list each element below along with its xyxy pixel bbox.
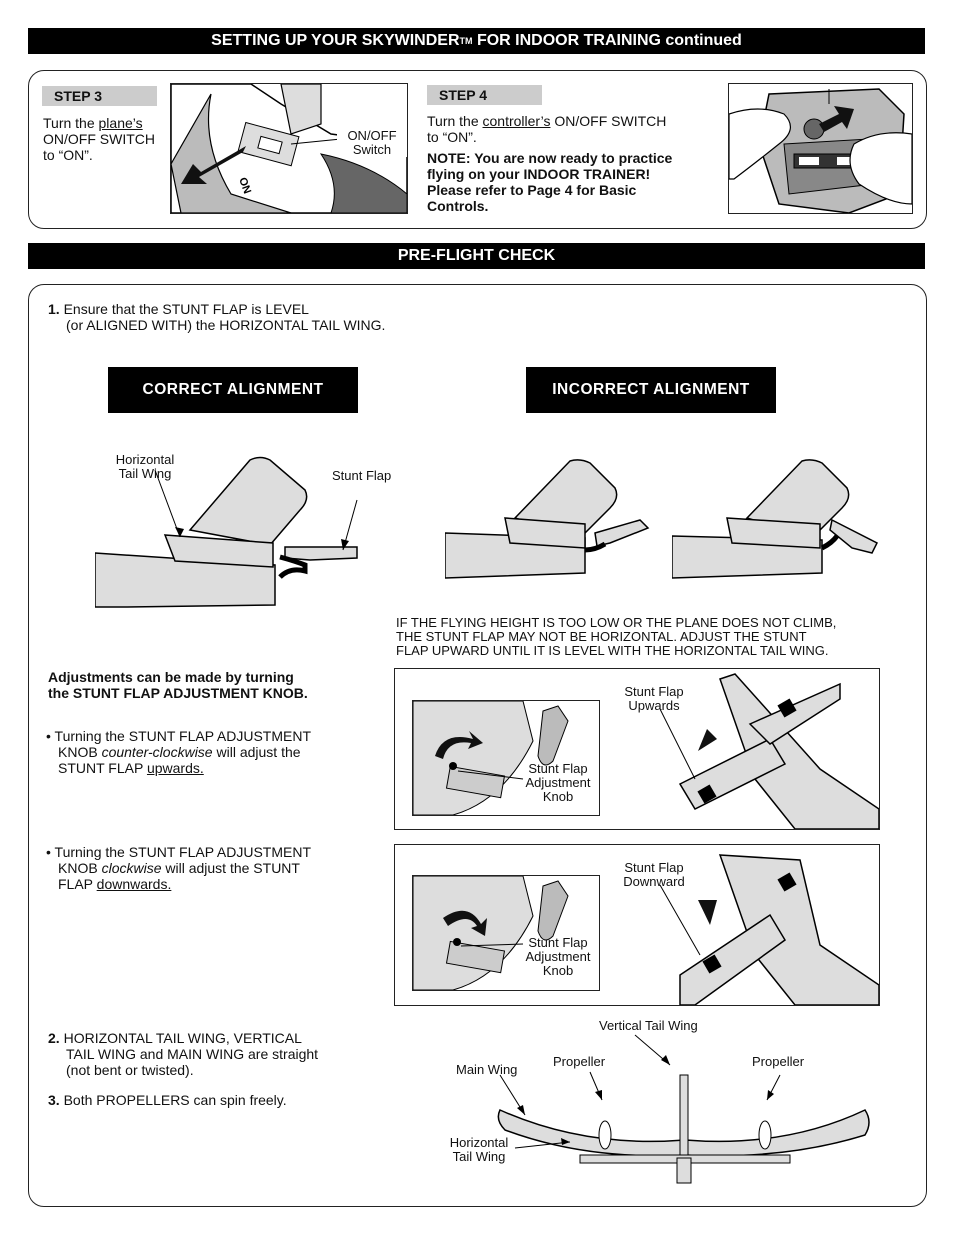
step3-text: Turn the plane’s ON/OFF SWITCH to “ON”. [43, 115, 168, 163]
step4-note-2: flying on your INDOOR TRAINER! [427, 166, 651, 182]
step3-callout-1: ON/OFF [347, 128, 397, 143]
header-title-post: FOR INDOOR TRAINING continued [472, 32, 742, 49]
cw-knob-inset: Stunt Flap Adjustment Knob [412, 875, 600, 991]
cw-knob-label-1: Stunt Flap [528, 935, 588, 950]
step3-text-link: plane’s [98, 115, 143, 131]
warning-text: IF THE FLYING HEIGHT IS TOO LOW OR THE P… [396, 616, 896, 658]
step4-tag: STEP 4 [427, 85, 542, 105]
adjustment-heading-1: Adjustments can be made by turning [48, 669, 294, 685]
ccw-knob-label: Stunt Flap Adjustment Knob [517, 762, 599, 804]
step3-callout: ON/OFF Switch [337, 129, 407, 157]
cw-line-2a: KNOB [58, 860, 102, 876]
step4-note-4: Controls. [427, 198, 489, 214]
steps-panel [28, 70, 927, 229]
downward-label-2: Downward [623, 874, 685, 889]
ccw-knob-label-2: Adjustment [525, 775, 591, 790]
ccw-line-2c: will adjust the [212, 744, 301, 760]
step4-text-c: to “ON”. [427, 129, 477, 145]
htw-label-1: Horizontal [115, 452, 175, 467]
plane-diagram [497, 1034, 870, 1184]
item1: 1. Ensure that the STUNT FLAP is LEVEL (… [48, 301, 468, 333]
ccw-line-2a: KNOB [58, 744, 102, 760]
adjustment-heading-2: the STUNT FLAP ADJUSTMENT KNOB. [48, 685, 308, 701]
ccw-line-3b: upwards. [146, 760, 204, 776]
step4-text-link: controller’s [482, 113, 551, 129]
downward-label: Stunt Flap Downward [618, 861, 690, 889]
upwards-label: Stunt Flap Upwards [618, 685, 690, 713]
warning-line-2: THE STUNT FLAP MAY NOT BE HORIZONTAL. AD… [396, 629, 807, 644]
item3: 3. Both PROPELLERS can spin freely. [48, 1092, 378, 1108]
cw-line-2b: clockwise [101, 860, 162, 876]
step4-note-3: Please refer to Page 4 for Basic [427, 182, 637, 198]
ccw-knob-inset: Stunt Flap Adjustment Knob [412, 700, 600, 816]
section-header-preflight: PRE-FLIGHT CHECK [28, 243, 925, 269]
step3-text-a: Turn the [43, 115, 99, 131]
warning-line-1: IF THE FLYING HEIGHT IS TOO LOW OR THE P… [396, 615, 837, 630]
preflight-panel [28, 284, 927, 1207]
step4-text-a: Turn the [427, 113, 483, 129]
htw-label-2: Tail Wing [118, 466, 172, 481]
step4-text-b: ON/OFF SWITCH [550, 113, 667, 129]
trademark: TM [459, 36, 473, 46]
item2-text-a: HORIZONTAL TAIL WING, VERTICAL [59, 1030, 302, 1046]
step3-text-b: ON/OFF SWITCH [43, 131, 155, 147]
propeller-left-label: Propeller [553, 1054, 606, 1069]
item3-text-a: Both PROPELLERS can spin freely. [59, 1092, 287, 1108]
downward-label-1: Stunt Flap [624, 860, 684, 875]
step4-note: NOTE: You are now ready to practice flyi… [427, 150, 722, 214]
ccw-line-1: • Turning the STUNT FLAP ADJUSTMENT [46, 728, 312, 744]
vertical-tail-wing-label: Vertical Tail Wing [599, 1018, 698, 1033]
downward-adjustment-figure: Stunt Flap Downward Stunt Flap Adjustmen… [394, 844, 880, 1006]
ccw-knob-label-3: Knob [542, 789, 574, 804]
item2: 2. HORIZONTAL TAIL WING, VERTICAL TAIL W… [48, 1030, 378, 1078]
ccw-line-2b: counter-clockwise [101, 744, 213, 760]
item1-number: 1. [48, 301, 60, 317]
cw-knob-label: Stunt Flap Adjustment Knob [517, 936, 599, 978]
incorrect-alignment-drawing-2 [672, 459, 879, 579]
htw2-label-2: Tail Wing [452, 1149, 506, 1164]
upwards-label-2: Upwards [628, 698, 680, 713]
correct-alignment-label: CORRECT ALIGNMENT [108, 367, 358, 413]
upwards-label-1: Stunt Flap [624, 684, 684, 699]
upward-adjustment-figure: Stunt Flap Upwards Stunt Flap Adjustment… [394, 668, 880, 830]
cw-knob-label-3: Knob [542, 963, 574, 978]
step3-on-mark: ON [236, 176, 253, 196]
propeller-right-label: Propeller [752, 1054, 805, 1069]
htw2-label-1: Horizontal [449, 1135, 509, 1150]
cw-line-2c: will adjust the STUNT [161, 860, 300, 876]
header-title-pre: SETTING UP YOUR SKYWINDER [211, 32, 460, 49]
step3-text-c: to “ON”. [43, 147, 93, 163]
item2-text-b: TAIL WING and MAIN WING are straight [66, 1046, 319, 1062]
item1-text-b: (or ALIGNED WITH) the HORIZONTAL TAIL WI… [66, 317, 386, 333]
step3-callout-2: Switch [352, 142, 392, 157]
adjustment-heading: Adjustments can be made by turning the S… [48, 669, 368, 701]
warning-line-3: FLAP UPWARD UNTIL IT IS LEVEL WITH THE H… [396, 643, 829, 658]
item3-number: 3. [48, 1092, 60, 1108]
incorrect-alignment-label: INCORRECT ALIGNMENT [526, 367, 776, 413]
cw-instruction: • Turning the STUNT FLAP ADJUSTMENT KNOB… [46, 844, 376, 892]
step4-text: Turn the controller’s ON/OFF SWITCH to “… [427, 113, 722, 145]
cw-knob-label-2: Adjustment [525, 949, 591, 964]
stunt-flap-label: Stunt Flap [332, 468, 392, 483]
cw-line-3a: FLAP [58, 876, 97, 892]
section-header-setup: SETTING UP YOUR SKYWINDERTM FOR INDOOR T… [28, 28, 925, 54]
ccw-knob-label-1: Stunt Flap [528, 761, 588, 776]
step3-illustration: ON ON/OFF Switch [170, 83, 408, 214]
cw-line-3b: downwards. [96, 876, 172, 892]
step4-note-1: NOTE: You are now ready to practice [427, 150, 673, 166]
htw-label: Horizontal Tail Wing [110, 453, 180, 481]
ccw-instruction: • Turning the STUNT FLAP ADJUSTMENT KNOB… [46, 728, 376, 776]
step3-tag: STEP 3 [42, 86, 157, 106]
item2-number: 2. [48, 1030, 60, 1046]
ccw-line-3a: STUNT FLAP [58, 760, 147, 776]
main-wing-label: Main Wing [456, 1062, 518, 1077]
item2-text-c: (not bent or twisted). [66, 1062, 194, 1078]
cw-line-1: • Turning the STUNT FLAP ADJUSTMENT [46, 844, 312, 860]
step4-illustration [728, 83, 913, 214]
htw2-label: Horizontal Tail Wing [446, 1136, 512, 1164]
correct-alignment-drawing [95, 456, 358, 608]
incorrect-alignment-drawing-1 [445, 459, 650, 579]
item1-text-a: Ensure that the STUNT FLAP is LEVEL [59, 301, 309, 317]
